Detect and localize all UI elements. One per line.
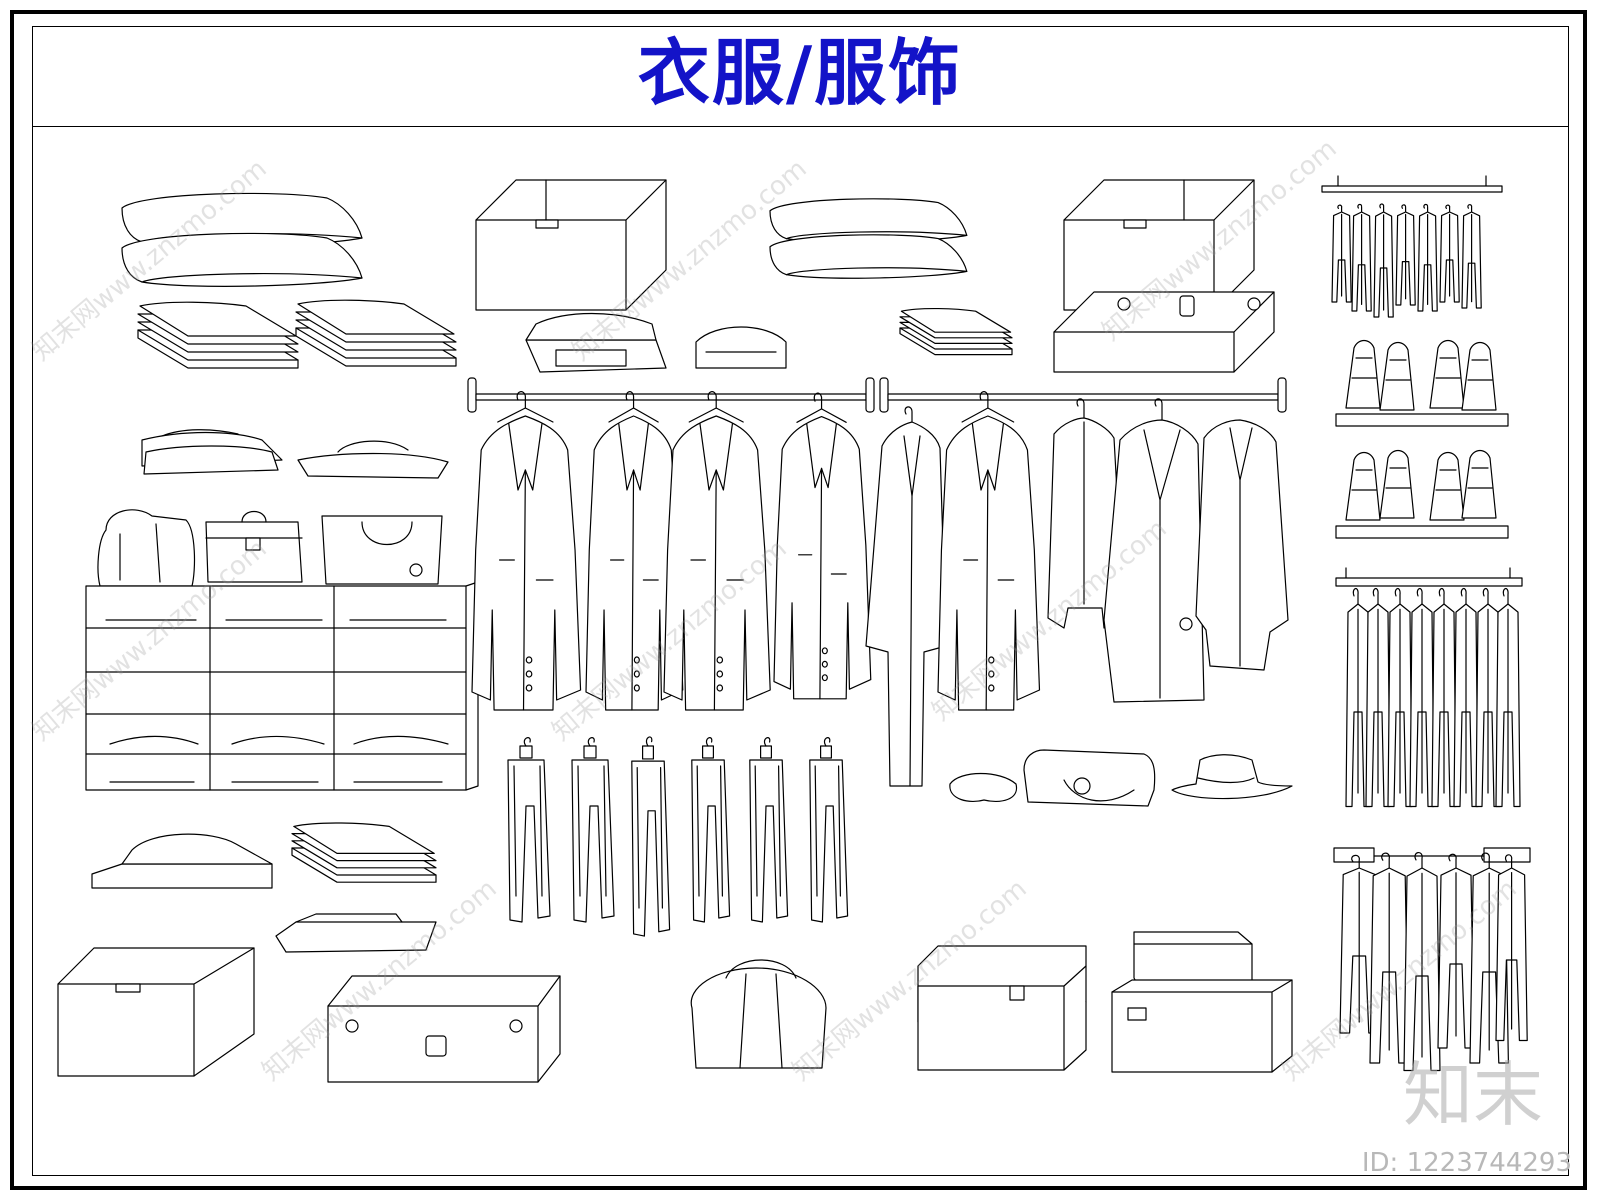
wash-bag — [1024, 750, 1155, 806]
cubby-shelf — [86, 582, 478, 790]
jacket-3 — [663, 391, 771, 711]
duffel-bag — [691, 960, 826, 1068]
outer-frame — [10, 10, 1587, 1190]
trousers-3 — [631, 736, 671, 937]
shoe-shelf-bottom — [1336, 449, 1508, 539]
storage-box-left — [58, 948, 254, 1076]
folded-shirt-on-tray — [526, 314, 666, 373]
rack-dresses — [1334, 848, 1530, 1072]
storage-box-center — [918, 946, 1086, 1070]
inner-frame — [32, 26, 1569, 1176]
folded-shirts-right — [295, 299, 457, 367]
stacked-shoe-boxes — [1112, 932, 1292, 1072]
brand-watermark: 知末 — [1403, 1054, 1543, 1136]
folded-stack-lower-mid — [291, 822, 437, 883]
tote-bag — [322, 516, 442, 584]
trousers-2 — [571, 737, 615, 923]
eye-mask — [950, 774, 1017, 802]
trousers-1 — [507, 737, 551, 923]
folded-stack-lower-left — [92, 834, 272, 888]
backpack — [98, 510, 194, 586]
jacket-5 — [937, 391, 1041, 711]
storage-box-top-left — [475, 179, 667, 311]
folded-pants-stack — [298, 441, 448, 478]
storage-box-top-right — [1063, 179, 1255, 311]
hat — [1172, 755, 1292, 799]
folded-shirts-left — [137, 301, 299, 369]
trousers-4 — [691, 737, 731, 923]
folded-sweater-small — [696, 327, 786, 368]
jacket-1 — [471, 391, 582, 711]
suitcase-top-right — [1054, 292, 1274, 372]
rack-shirts-top — [1322, 176, 1502, 318]
rack-trousers — [1336, 568, 1522, 808]
folded-shirts-center — [899, 308, 1013, 356]
page-title: 衣服/服饰 — [637, 30, 963, 115]
trunk-suitcase — [328, 976, 560, 1082]
image-id-label: ID: 1223744293 — [1361, 1148, 1572, 1178]
trousers-5 — [749, 737, 789, 923]
folded-towel — [276, 914, 436, 952]
pillow-stack — [121, 192, 363, 287]
jacket-6 — [1196, 420, 1288, 670]
pillow-stack-center — [769, 198, 968, 279]
hanging-rail-right — [880, 378, 1286, 412]
trousers-6 — [809, 737, 849, 923]
trench-coat — [1104, 399, 1204, 702]
coat-long — [866, 407, 946, 786]
shoe-shelf-top — [1336, 339, 1508, 427]
briefcase — [206, 512, 302, 583]
hanging-rail-left — [468, 378, 874, 412]
title-divider — [32, 126, 1569, 127]
shirt-hanging — [1048, 399, 1124, 628]
jacket-4 — [773, 392, 872, 700]
folded-sweaters — [142, 430, 282, 474]
